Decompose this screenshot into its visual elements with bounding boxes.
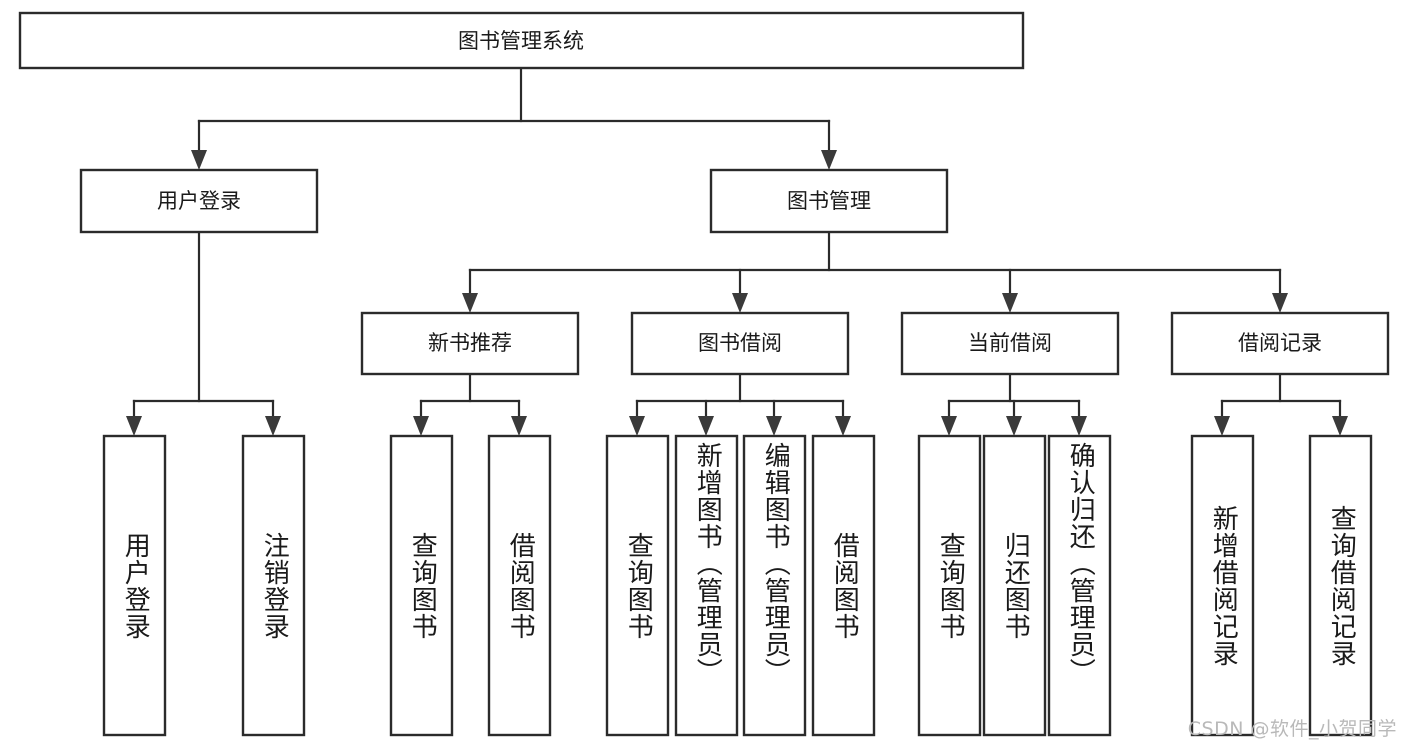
node-current-borrow-box[interactable] bbox=[900, 311, 1120, 376]
leaf-box-cb-0[interactable] bbox=[917, 434, 982, 737]
arrow-leaf-nbr-1 bbox=[511, 416, 527, 436]
node-borrow-record-label: 借阅记录 bbox=[1238, 331, 1322, 355]
arrow-to-borrow-record bbox=[1272, 293, 1288, 313]
connector-group-book-manage bbox=[462, 230, 1288, 313]
node-borrow-record[interactable]: 借阅记录 bbox=[1170, 311, 1390, 376]
arrow-to-new-book-recommend bbox=[462, 293, 478, 313]
node-current-borrow-label: 当前借阅 bbox=[968, 331, 1052, 355]
arrow-leaf-bb-3 bbox=[835, 416, 851, 436]
node-book-borrow[interactable]: 图书借阅 bbox=[630, 311, 850, 376]
arrow-leaf-cb-1 bbox=[1006, 416, 1022, 436]
leaf-box-bb-1[interactable] bbox=[674, 434, 739, 737]
arrow-to-current-borrow bbox=[1002, 293, 1018, 313]
node-current-borrow[interactable]: 当前借阅 bbox=[900, 311, 1120, 376]
arrow-leaf-cb-2 bbox=[1071, 416, 1087, 436]
leaf-box-cb-1[interactable] bbox=[982, 434, 1047, 737]
csdn-watermark: CSDN @软件_小贺同学 bbox=[1187, 718, 1397, 740]
arrow-leaf-bb-1 bbox=[698, 416, 714, 436]
leaf-box-br-1[interactable] bbox=[1308, 434, 1373, 737]
node-book-manage-box[interactable] bbox=[709, 168, 949, 234]
arrow-leaf-user-login-0 bbox=[126, 416, 142, 436]
node-user-login[interactable]: 用户登录 bbox=[79, 168, 319, 234]
leaf-box-bb-0[interactable] bbox=[605, 434, 670, 737]
arrow-leaf-br-0 bbox=[1214, 416, 1230, 436]
arrow-leaf-cb-0 bbox=[941, 416, 957, 436]
leaf-box-bb-3[interactable] bbox=[811, 434, 876, 737]
node-user-login-box[interactable] bbox=[79, 168, 319, 234]
leaf-box-cb-2[interactable] bbox=[1047, 434, 1112, 737]
connector-group-borrow-record bbox=[1214, 372, 1348, 436]
arrow-to-user-login bbox=[191, 150, 207, 170]
connector-group-user-login bbox=[126, 230, 281, 436]
node-book-borrow-box[interactable] bbox=[630, 311, 850, 376]
connector-group-current-borrow bbox=[941, 372, 1087, 436]
arrow-to-book-manage bbox=[821, 150, 837, 170]
connector-group-book-borrow bbox=[629, 372, 851, 436]
arrow-leaf-br-1 bbox=[1332, 416, 1348, 436]
node-root-label: 图书管理系统 bbox=[458, 29, 584, 53]
connector-group-root bbox=[191, 66, 837, 170]
node-book-borrow-label: 图书借阅 bbox=[698, 331, 782, 355]
arrow-to-book-borrow bbox=[732, 293, 748, 313]
arrow-leaf-nbr-0 bbox=[413, 416, 429, 436]
leaf-box-nbr-1[interactable] bbox=[487, 434, 552, 737]
node-root-box[interactable] bbox=[18, 11, 1025, 70]
arrow-leaf-bb-0 bbox=[629, 416, 645, 436]
connector-group-new-book-recommend bbox=[413, 372, 527, 436]
node-new-book-recommend-label: 新书推荐 bbox=[428, 331, 512, 355]
leaf-box-bb-2[interactable] bbox=[742, 434, 807, 737]
arrow-leaf-user-login-1 bbox=[265, 416, 281, 436]
leaf-box-user-login-1[interactable] bbox=[241, 434, 306, 737]
node-book-manage[interactable]: 图书管理 bbox=[709, 168, 949, 234]
arrow-leaf-bb-2 bbox=[766, 416, 782, 436]
node-book-manage-label: 图书管理 bbox=[787, 189, 871, 213]
leaf-box-nbr-0[interactable] bbox=[389, 434, 454, 737]
leaf-box-user-login-0[interactable] bbox=[102, 434, 167, 737]
node-new-book-recommend-box[interactable] bbox=[360, 311, 580, 376]
node-borrow-record-box[interactable] bbox=[1170, 311, 1390, 376]
node-root[interactable]: 图书管理系统 bbox=[18, 11, 1025, 70]
node-user-login-label: 用户登录 bbox=[157, 189, 241, 213]
node-new-book-recommend[interactable]: 新书推荐 bbox=[360, 311, 580, 376]
leaf-box-br-0[interactable] bbox=[1190, 434, 1255, 737]
